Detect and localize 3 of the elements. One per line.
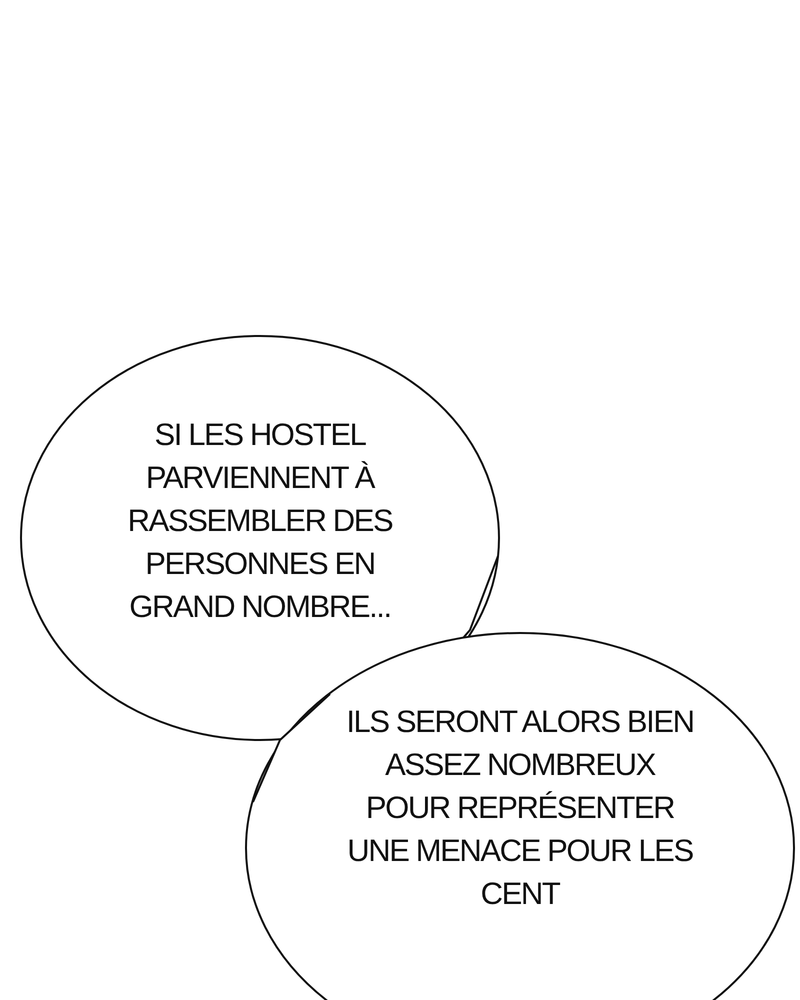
- dialogue-text: ILS SERONT ALORS BIEN ASSEZ NOMBREUX POUR REPRÉSENTER UNE MENACE POUR LES CENT: [345, 703, 695, 913]
- speech-bubble: [245, 630, 797, 1000]
- dialogue-text: SI LES HOSTEL PARVIENNENT À RASSEMBLER DES PERSONNES EN GRAND NOMBRE...: [126, 416, 394, 626]
